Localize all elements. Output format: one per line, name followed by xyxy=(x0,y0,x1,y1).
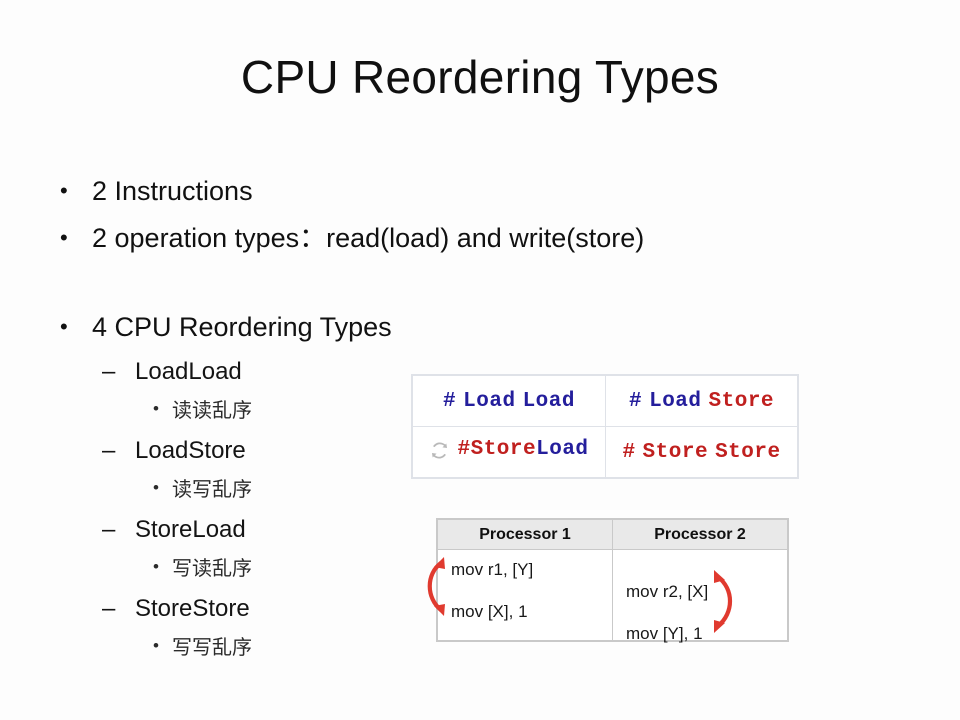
token-store: Store xyxy=(715,440,781,464)
sub-sub-bullet-loadstore-cn: 读写乱序 xyxy=(50,469,810,509)
processor-example-table: Processor 1 Processor 2 mov r1, [Y] mov … xyxy=(437,519,788,643)
sub-bullet-storestore: StoreStore xyxy=(50,588,810,629)
bullet-spacer xyxy=(50,262,810,304)
table-header-row: Processor 1 Processor 2 xyxy=(437,519,788,550)
hash-symbol: # xyxy=(628,389,643,413)
sub-bullet-loadload: LoadLoad xyxy=(50,351,810,392)
token-store: Store xyxy=(642,440,709,464)
instruction-line: mov [Y], 1 xyxy=(626,624,703,643)
bullet-list: 2 Instructions 2 operation types：read(lo… xyxy=(50,167,810,667)
page-title: CPU Reordering Types xyxy=(240,51,720,103)
recycle-icon xyxy=(429,440,450,461)
instruction-line: mov r2, [X] xyxy=(626,582,709,601)
sub-sub-bullet-storeload-cn: 写读乱序 xyxy=(50,548,810,588)
column-header-processor-2: Processor 2 xyxy=(612,519,788,550)
bullet-reordering-types: 4 CPU Reordering Types xyxy=(50,303,810,351)
cell-storeload: #StoreLoad xyxy=(411,426,607,478)
sub-bullet-storeload: StoreLoad xyxy=(50,509,810,550)
instruction-line: mov r1, [Y] xyxy=(451,560,534,579)
token-load: Load xyxy=(536,437,589,461)
token-store: Store xyxy=(470,437,537,461)
table-row: mov r1, [Y] mov [X], 1 mov r2, [X] mov [… xyxy=(437,549,788,643)
sub-bullet-loadstore: LoadStore xyxy=(50,430,810,471)
token-load: Load xyxy=(463,389,516,413)
bullet-operation-types: 2 operation types：read(load) and write(s… xyxy=(50,214,810,262)
column-header-processor-1: Processor 1 xyxy=(437,519,613,550)
hash-symbol: # xyxy=(622,440,636,464)
sub-sub-bullet-loadload-cn: 读读乱序 xyxy=(50,390,810,430)
bullet-instructions: 2 Instructions xyxy=(50,167,810,215)
sub-sub-bullet-storestore-cn: 写写乱序 xyxy=(50,627,810,667)
instruction-line: mov [X], 1 xyxy=(451,602,528,621)
token-load: Load xyxy=(649,389,702,413)
hash-symbol: # xyxy=(457,437,471,461)
cell-processor-2-instructions: mov r2, [X] mov [Y], 1 xyxy=(612,549,788,643)
cell-processor-1-instructions: mov r1, [Y] mov [X], 1 xyxy=(437,549,613,641)
token-load: Load xyxy=(522,389,575,413)
token-store: Store xyxy=(708,389,775,413)
hash-symbol: # xyxy=(443,389,457,413)
